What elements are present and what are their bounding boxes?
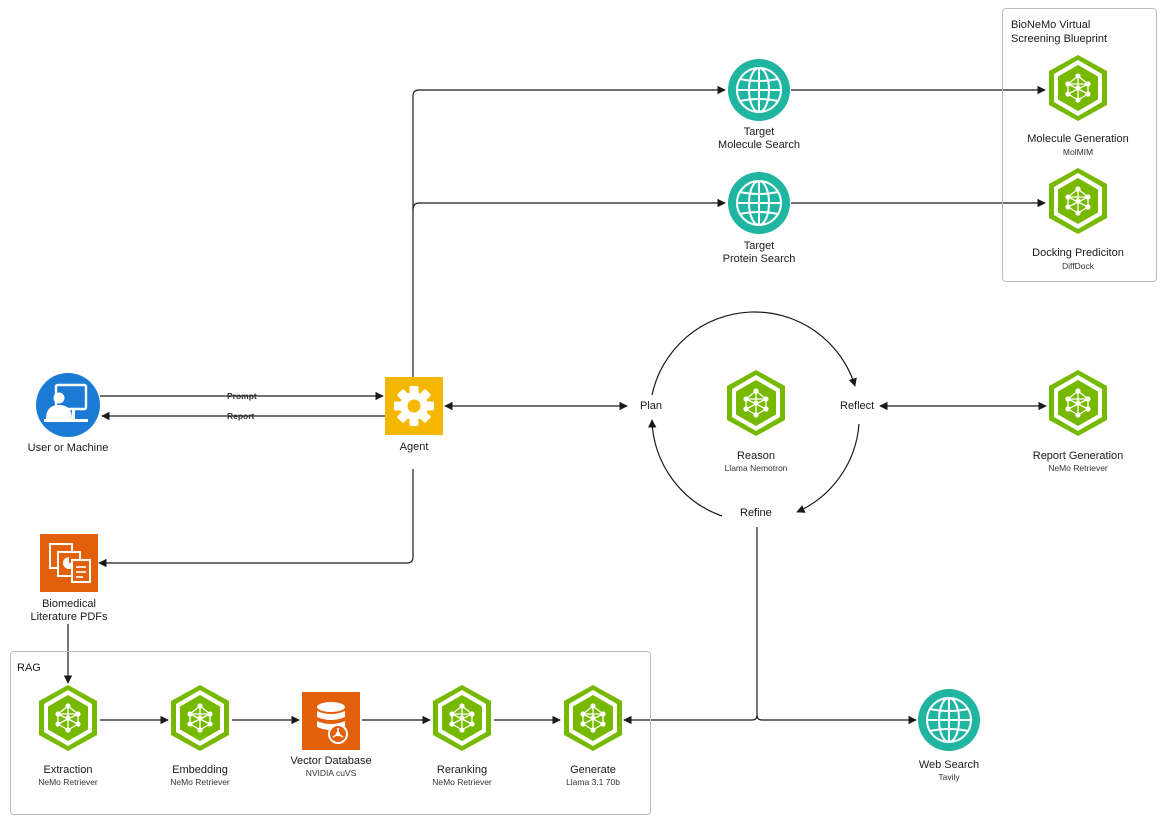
docking-prediction-label: Docking Prediciton xyxy=(1032,247,1124,259)
biomedical-pdfs-label: Biomedical Literature PDFs xyxy=(9,598,129,624)
report-generation-sub: NeMo Retriever xyxy=(1048,463,1108,473)
reranking-sub: NeMo Retriever xyxy=(432,777,492,787)
documents-icon xyxy=(40,534,98,592)
bionemo-group-title: BioNeMo Virtual Screening Blueprint xyxy=(1011,19,1108,45)
cycle-arc-plan-to-reflect xyxy=(651,311,857,396)
target-molecule-search-line2: Molecule Search xyxy=(718,139,800,151)
cycle-label-reflect: Reflect xyxy=(840,400,875,412)
generate-sub: Llama 3.1 70b xyxy=(566,777,620,787)
rag-group-title: RAG xyxy=(17,662,41,674)
cycle-label-plan: Plan xyxy=(640,400,663,412)
globe-icon xyxy=(727,58,791,122)
embedding-sub: NeMo Retriever xyxy=(170,777,230,787)
reranking-label: Reranking xyxy=(436,764,488,776)
report-generation-label: Report Generation xyxy=(1032,450,1124,462)
bionemo-blueprint-group: BioNeMo Virtual Screening Blueprint xyxy=(1002,8,1157,282)
target-protein-search-label: Target Protein Search xyxy=(699,240,819,266)
rag-group: RAG xyxy=(10,651,651,815)
vector-database-label: Vector Database xyxy=(290,755,372,767)
edge-agent-to-pdfs xyxy=(98,469,414,568)
user-label: User or Machine xyxy=(27,442,109,454)
edge-label-report: Report xyxy=(227,411,255,421)
reason-label: Reason xyxy=(737,450,775,462)
edge-agent-to-molecule-search xyxy=(412,85,726,378)
user-computer-icon xyxy=(36,373,100,437)
edge-label-prompt: Prompt xyxy=(227,391,257,401)
embedding-label: Embedding xyxy=(172,764,228,776)
nim-hexagon-icon xyxy=(1048,369,1108,437)
biomedical-pdfs-line2: Literature PDFs xyxy=(30,611,108,623)
database-icon xyxy=(302,692,360,750)
biomedical-pdfs-line1: Biomedical xyxy=(42,598,96,610)
molecule-generation-label: Molecule Generation xyxy=(1027,133,1129,145)
web-search-sub: Tavily xyxy=(938,772,960,782)
target-protein-search-line2: Protein Search xyxy=(722,253,796,265)
edge-refine-to-web-search xyxy=(756,714,917,725)
globe-icon xyxy=(727,171,791,235)
molecule-generation-sub: MolMIM xyxy=(1062,147,1094,157)
target-molecule-search-label: Target Molecule Search xyxy=(699,126,819,152)
agent-label: Agent xyxy=(399,441,429,453)
extraction-sub: NeMo Retriever xyxy=(38,777,98,787)
gear-icon xyxy=(385,377,443,435)
vector-database-sub: NVIDIA cuVS xyxy=(305,768,357,778)
reason-sub: Llama Nemotron xyxy=(724,463,788,473)
generate-label: Generate xyxy=(570,764,616,776)
target-molecule-search-line1: Target xyxy=(743,126,775,138)
edge-agent-to-protein-search xyxy=(412,198,726,211)
cycle-label-refine: Refine xyxy=(740,507,772,519)
docking-prediction-sub: DiffDock xyxy=(1062,261,1094,271)
cycle-arc-reflect-to-refine xyxy=(796,423,860,513)
globe-icon xyxy=(917,688,981,752)
edges xyxy=(63,85,1047,725)
web-search-label: Web Search xyxy=(918,759,980,771)
extraction-label: Extraction xyxy=(43,764,93,776)
nim-hexagon-icon xyxy=(726,369,786,437)
cycle-arc-refine-to-plan xyxy=(648,419,723,517)
target-protein-search-line1: Target xyxy=(743,240,775,252)
